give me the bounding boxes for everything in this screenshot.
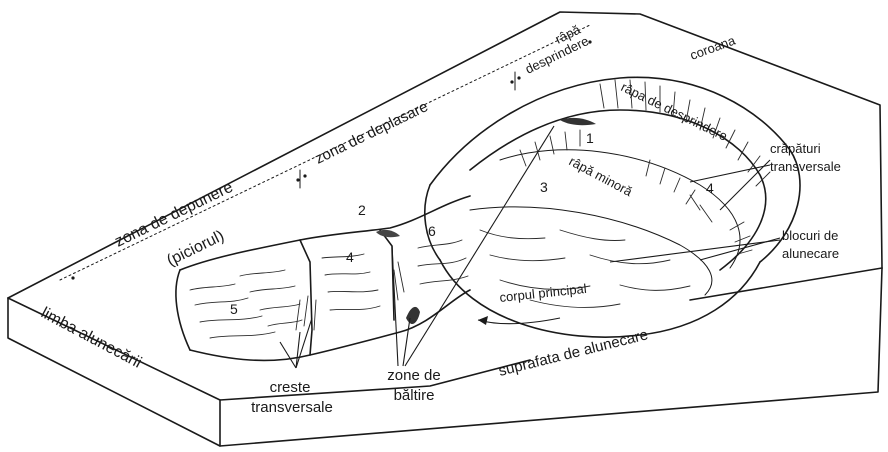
number-4-left: 4 [346, 249, 354, 265]
landslide-scarp [425, 77, 800, 337]
label-corpul-principal: corpul principal [499, 281, 588, 305]
number-5: 5 [230, 301, 238, 317]
number-4-right: 4 [706, 180, 714, 196]
label-blocuri-line1: blocuri de [782, 228, 838, 243]
feature-numbers: 1 2 3 4 4 5 6 [230, 130, 714, 317]
label-rapa-minora: râpă minoră [567, 153, 636, 199]
label-rapa-de-desprindere: râpa de desprindere [619, 79, 730, 143]
label-crapaturi-line2: transversale [770, 159, 841, 174]
number-1: 1 [586, 130, 594, 146]
number-6: 6 [428, 223, 436, 239]
label-piciorul: (piciorul) [164, 227, 227, 269]
number-3: 3 [540, 179, 548, 195]
label-coroana: coroana [688, 32, 738, 62]
label-crapaturi-line1: crăpături [770, 141, 821, 156]
label-suprafata-de-alunecare: suprafata de alunecare [497, 326, 650, 380]
label-zona-deplasare: zona de deplasare [312, 98, 430, 167]
number-2: 2 [358, 202, 366, 218]
label-baltire-line1: zone de [387, 367, 440, 384]
label-creste-line1: creste [270, 379, 311, 396]
label-blocuri-line2: alunecare [782, 246, 839, 261]
label-creste-line2: transversale [251, 399, 333, 416]
label-baltire-line2: băltire [394, 387, 435, 404]
text-labels: zona de depunere (piciorul) zona de depl… [38, 21, 841, 416]
leader-lines [280, 126, 780, 368]
